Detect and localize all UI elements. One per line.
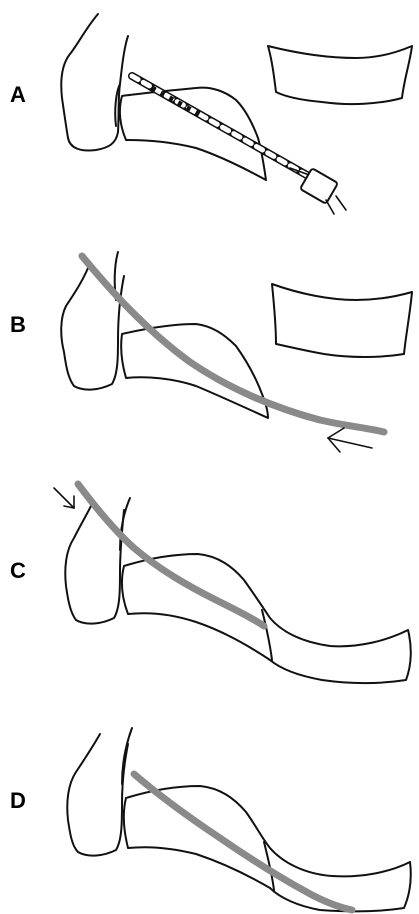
panel-a: A bbox=[10, 14, 412, 214]
panel-label-d: D bbox=[10, 788, 26, 813]
medial-fragment-c bbox=[65, 504, 124, 624]
panel-label-a: A bbox=[10, 82, 26, 107]
insert-arrow-c bbox=[54, 488, 74, 508]
medial-fragment-d bbox=[67, 734, 128, 856]
panel-d: D bbox=[10, 728, 411, 911]
lateral-fragment-a bbox=[120, 88, 266, 180]
lateral-fragment-d bbox=[124, 786, 411, 911]
panel-label-c: C bbox=[10, 558, 26, 583]
distal-fragment-a bbox=[268, 46, 412, 104]
panel-label-b: B bbox=[10, 312, 26, 337]
lateral-fragment-b bbox=[121, 324, 268, 418]
intramedullary-pin-d bbox=[134, 774, 352, 910]
drill-pin bbox=[132, 76, 346, 214]
panel-c: C bbox=[10, 484, 411, 683]
distal-fragment-b bbox=[272, 284, 412, 357]
panel-b: B bbox=[10, 252, 412, 452]
medial-fragment-a bbox=[61, 14, 128, 151]
